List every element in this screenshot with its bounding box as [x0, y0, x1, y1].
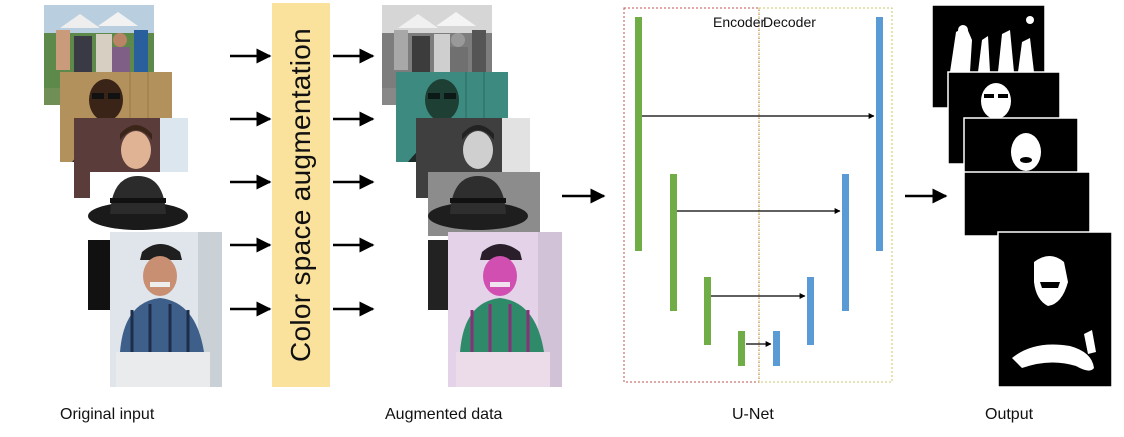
decoder-region-border — [758, 7, 893, 383]
original-image-hat-person — [88, 172, 200, 236]
augmented-image-old-man — [428, 232, 562, 387]
output-mask-stack — [931, 4, 1113, 388]
output-mask-old-man — [997, 231, 1113, 388]
unet-diagram — [623, 7, 893, 383]
original-image-stack — [44, 5, 222, 387]
caption-output: Output — [985, 406, 1034, 423]
augmentation-label: Color space augmentation — [285, 27, 316, 363]
caption-original-input: Original input — [60, 406, 155, 423]
augmented-image-hat-person — [428, 172, 540, 236]
decoder-bar-1 — [876, 17, 883, 251]
decoder-bar-2 — [842, 174, 849, 311]
encoder-bar-4 — [738, 331, 745, 366]
decoder-bar-3 — [807, 277, 814, 345]
arrows-from-augmentation — [333, 48, 375, 317]
encoder-label: Encoder — [713, 14, 766, 30]
original-image-old-man — [88, 232, 222, 387]
output-mask-hat-person — [963, 171, 1091, 237]
caption-augmented-data: Augmented data — [385, 406, 503, 423]
original-image-park-crowd — [44, 5, 154, 105]
decoder-bar-4 — [773, 331, 780, 366]
encoder-region-border — [623, 7, 760, 383]
augmented-image-stack — [382, 5, 562, 387]
encoder-bar-1 — [635, 17, 642, 251]
caption-unet: U-Net — [732, 406, 774, 423]
arrows-to-augmentation — [230, 48, 272, 317]
color-augmentation-block — [272, 3, 330, 387]
encoder-bar-3 — [704, 277, 711, 345]
decoder-label: Decoder — [763, 14, 816, 30]
encoder-bar-2 — [670, 174, 677, 311]
